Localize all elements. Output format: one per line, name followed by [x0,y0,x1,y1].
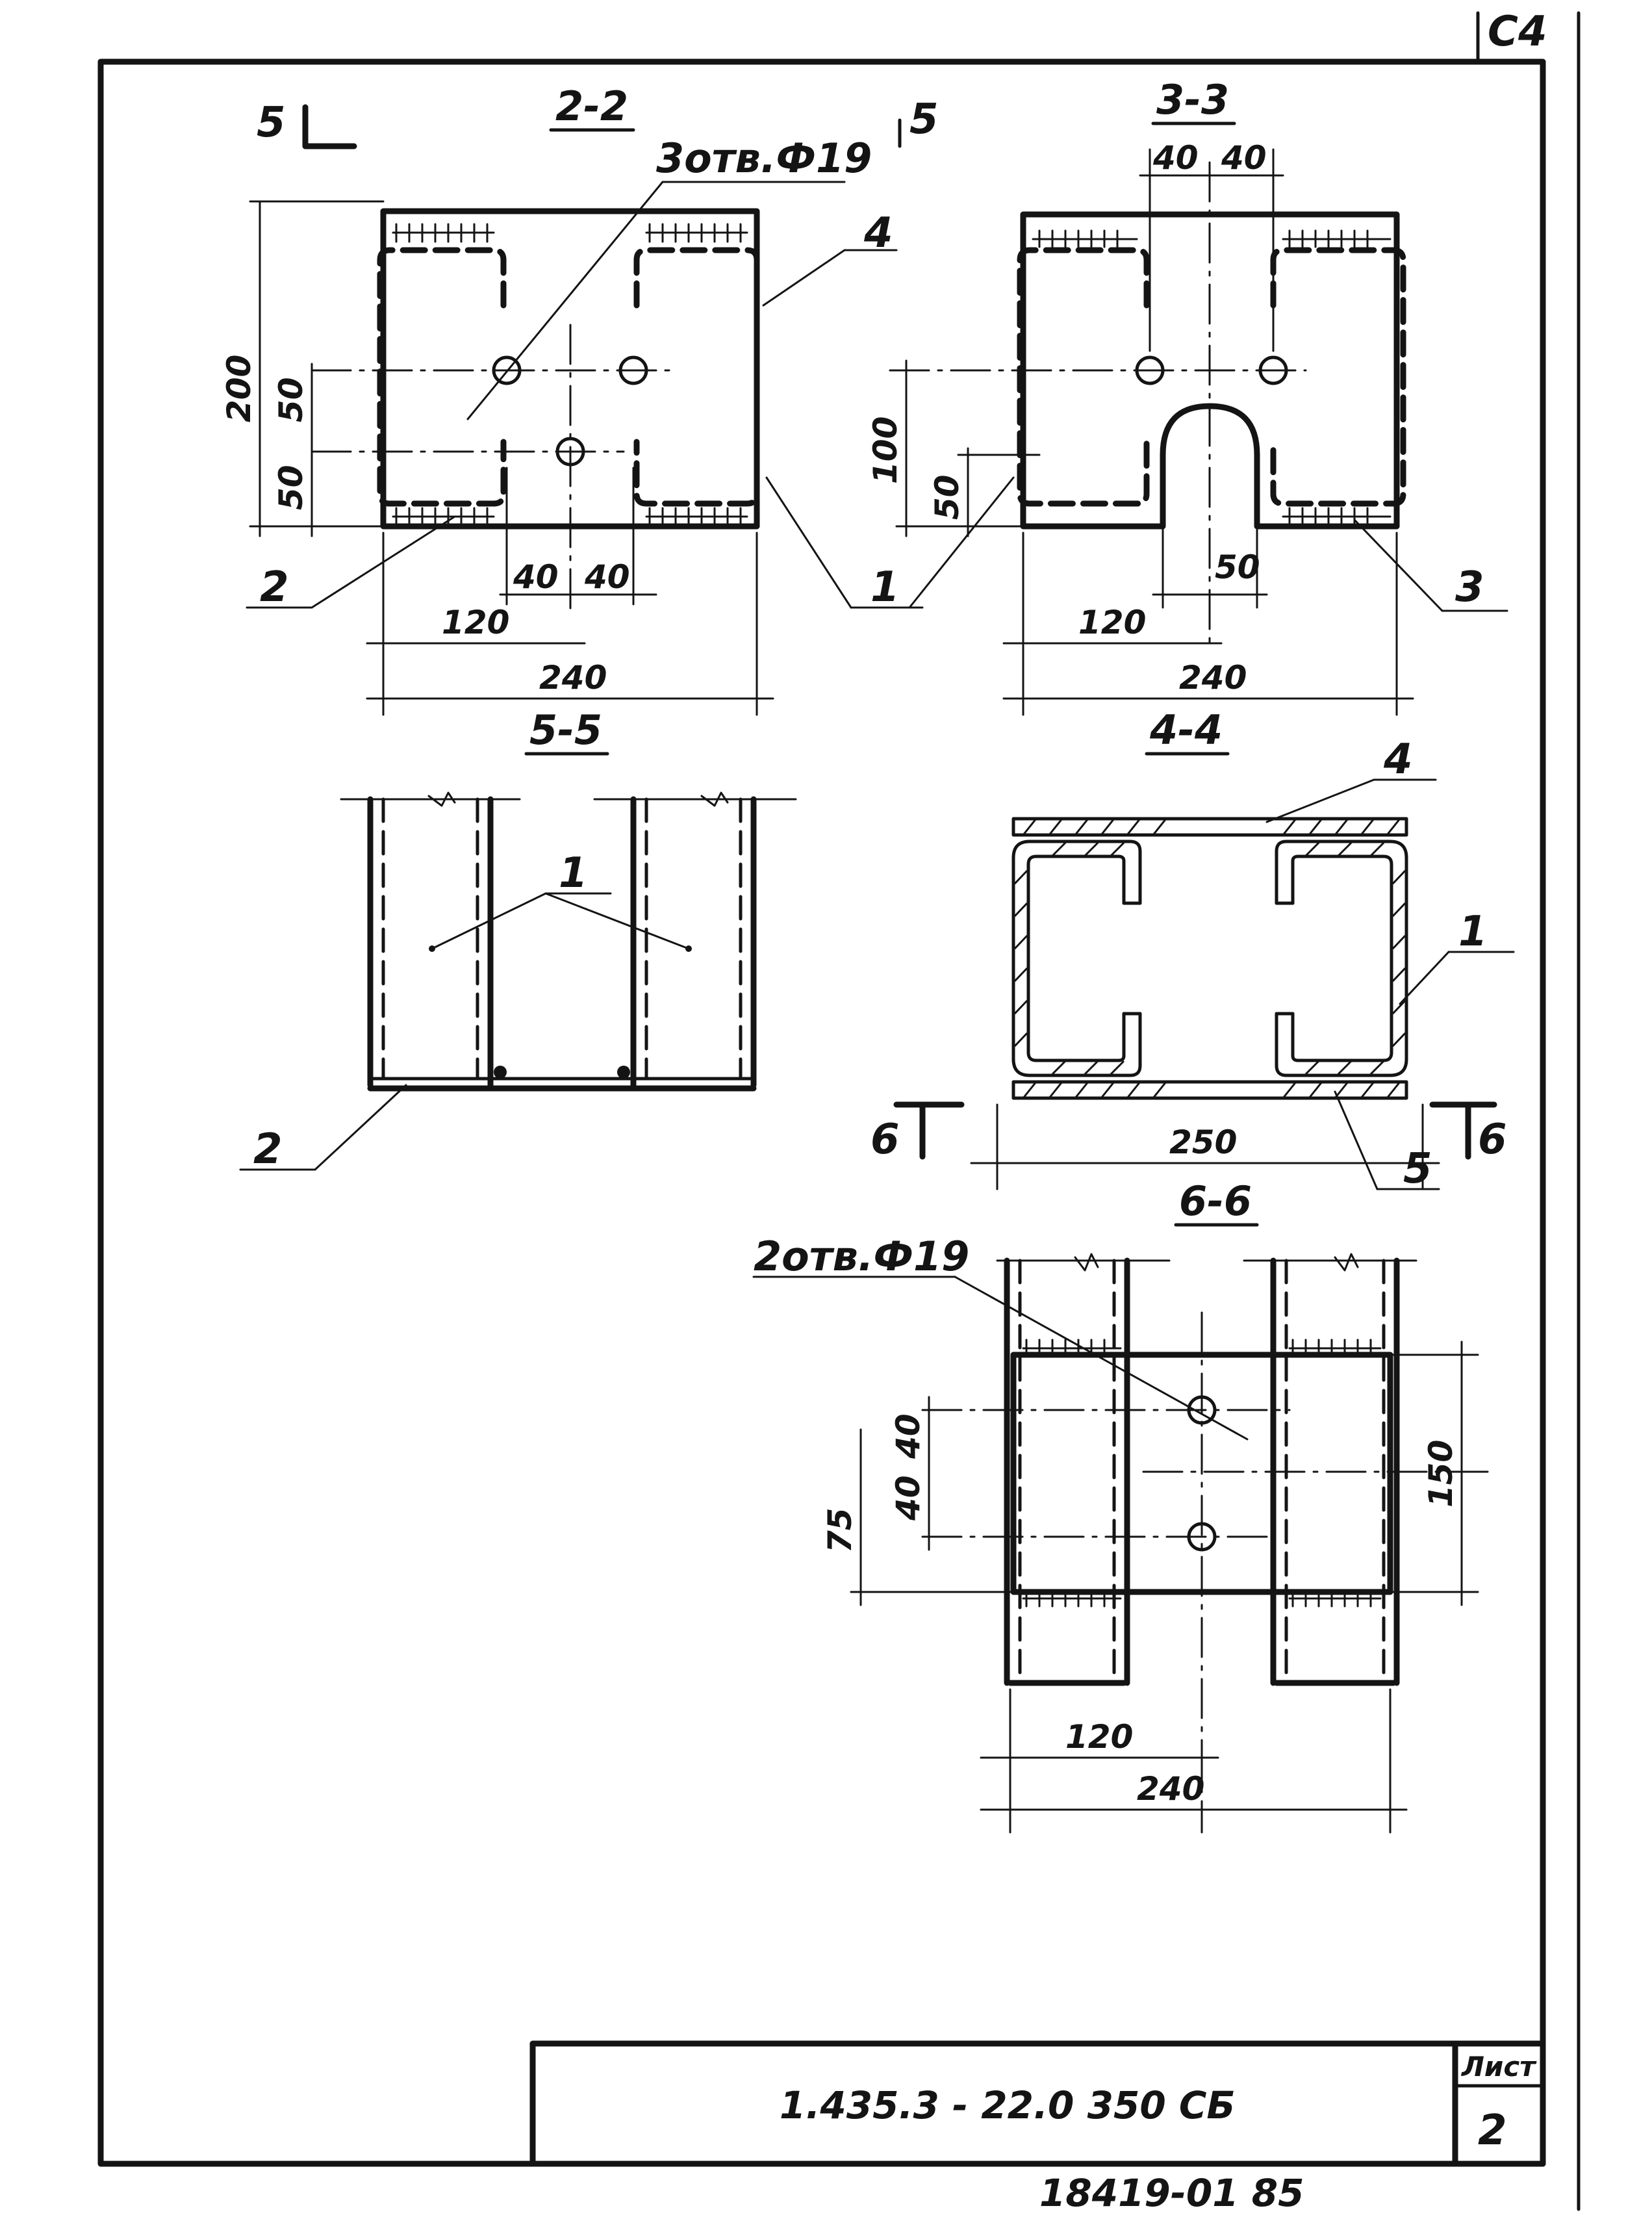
callout-2-2-p1: 1 [870,563,900,611]
dim-6-6-150: 150 [1422,1440,1460,1507]
dim-3-3-50: 50 [928,474,966,520]
dim-3-3-120: 120 [1078,604,1146,641]
section-4-4: 4-4 [870,706,1515,1193]
corner-mark: С4 [1488,8,1547,56]
dim-6-6-40a: 40 [889,1413,927,1459]
cut-marker-6-right: 6 [1478,1116,1507,1164]
section-6-6: 6-6 2отв.Ф19 40 40 [752,1177,1489,1834]
callout-4-4-p5: 5 [1403,1145,1432,1193]
title-block-sheet-label: Лист [1460,2051,1537,2083]
dim-3-3-40b: 40 [1221,139,1267,177]
section-6-6-title: 6-6 [1179,1177,1252,1225]
dim-4-4-250: 250 [1169,1123,1237,1161]
dim-2-2-50b: 50 [272,465,310,510]
section-4-4-title: 4-4 [1149,706,1223,754]
cut-marker-6-left: 6 [870,1116,900,1164]
holes-note-6-6: 2отв.Ф19 [754,1233,969,1280]
dim-6-6-40b: 40 [889,1475,927,1521]
holes-note-2-2: 3отв.Ф19 [656,135,872,182]
section-3-3: 3-3 40 40 100 50 50 120 240 [867,76,1508,716]
callout-2-2-p2: 2 [260,563,289,611]
dim-2-2-40b: 40 [584,558,630,596]
cut-marker-5-right: 5 [909,96,939,144]
callout-5-5-p2: 2 [253,1125,283,1174]
dim-6-6-75: 75 [821,1507,859,1553]
cut-marker-5-left: 5 [257,99,286,147]
section-2-2: 2-2 5 5 3отв.Ф19 4 [220,83,939,716]
dim-3-3-40a: 40 [1152,139,1199,177]
dim-2-2-40a: 40 [513,558,559,596]
dim-2-2-240: 240 [539,659,607,697]
section-2-2-title: 2-2 [555,83,628,130]
inventory-number: 18419-01 85 [1039,2171,1304,2215]
title-block [529,2040,1546,2167]
title-block-designation: 1.435.3 - 22.0 350 СБ [780,2083,1236,2127]
dim-2-2-200: 200 [220,355,258,422]
callout-5-5-p1: 1 [559,849,588,897]
section-3-3-title: 3-3 [1156,76,1229,123]
callout-3-3-p3: 3 [1455,563,1484,611]
section-5-5-title: 5-5 [529,706,602,754]
title-block-sheet-number: 2 [1478,2107,1507,2155]
dim-6-6-240: 240 [1137,1770,1204,1808]
sheet-frame [97,11,1581,2211]
dim-3-3-50h: 50 [1215,548,1260,586]
callout-4-4-p4: 4 [1383,736,1413,784]
dim-6-6-120: 120 [1065,1718,1133,1756]
dim-3-3-100: 100 [867,417,904,484]
section-5-5: 5-5 1 2 [239,706,797,1174]
dim-2-2-50a: 50 [272,377,310,422]
dim-2-2-120: 120 [442,604,509,641]
dim-3-3-240: 240 [1179,659,1247,697]
weld-note-2-2: 4 [863,209,893,257]
callout-4-4-p1: 1 [1458,908,1488,956]
